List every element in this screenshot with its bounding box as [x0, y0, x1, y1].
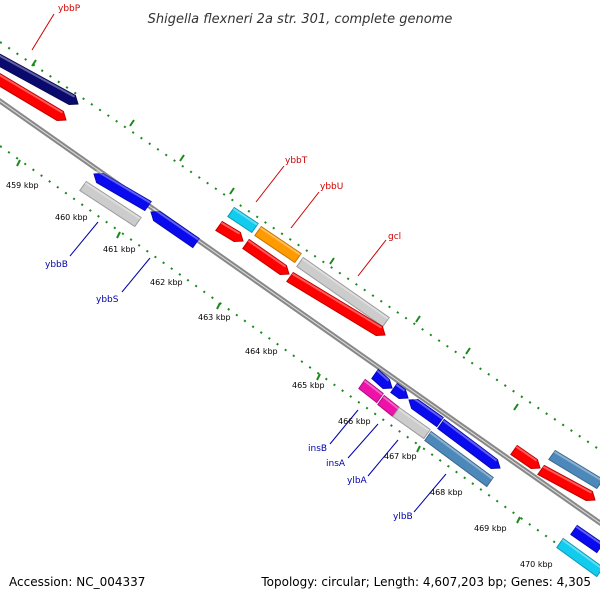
gene-label-ybbT[interactable]: ybbT	[285, 156, 308, 166]
map-title: Shigella flexneri 2a str. 301, complete …	[148, 12, 453, 27]
ybbU-gene[interactable]	[254, 225, 302, 264]
red-gene-b-sheen	[220, 221, 241, 235]
tick-label: 461 kbp	[103, 245, 136, 254]
blue-gene-e[interactable]	[371, 368, 393, 390]
red-gene-c[interactable]	[242, 238, 290, 276]
ybbB-gene-gray[interactable]	[79, 180, 142, 228]
ylbA-gene-gray[interactable]	[392, 406, 431, 440]
inner-tick-track	[0, 145, 561, 547]
gene-label-ylbA[interactable]: ylbA	[347, 476, 368, 486]
blue-gene-f-sheen	[395, 383, 406, 392]
ybbP-gene[interactable]	[0, 51, 79, 106]
gene-label-ybbP[interactable]: ybbP	[58, 4, 81, 14]
tick-label: 467 kbp	[384, 452, 417, 461]
red-gene-h-sheen	[542, 465, 593, 494]
gene-label-ybbU[interactable]: ybbU	[320, 182, 343, 192]
tick-label: 459 kbp	[6, 181, 39, 190]
ylbA-gene-blue[interactable]	[408, 398, 444, 428]
red-gene-h[interactable]	[537, 464, 596, 502]
ybbB-gene-blue[interactable]	[93, 172, 152, 212]
tick-label: 462 kbp	[150, 278, 183, 287]
gene-label-gcl[interactable]: gcl	[388, 232, 401, 242]
blue-gene-f[interactable]	[390, 382, 409, 400]
blue-gene-j-sheen	[575, 525, 600, 545]
tick-label: 469 kbp	[474, 524, 507, 533]
ybbT-gene[interactable]	[227, 206, 259, 234]
genome-info-text: Topology: circular; Length: 4,607,203 bp…	[260, 575, 591, 589]
tick-label: 465 kbp	[292, 381, 325, 390]
ylbA-gene-gray-sheen	[397, 407, 430, 432]
red-gene-b[interactable]	[215, 220, 244, 243]
insA-gene-sheen	[382, 395, 399, 410]
label-leaders	[31, 13, 447, 513]
gcl-gene-sheen	[301, 257, 389, 320]
red-gene-g[interactable]	[510, 444, 541, 470]
steel-gene-i[interactable]	[548, 449, 600, 490]
red-gene-g-sheen	[515, 445, 538, 462]
tick-labels: 459 kbp 460 kbp 461 kbp 462 kbp 463 kbp …	[6, 181, 553, 569]
gene-labels: ybbP ybbT ybbU gcl ybbB ybbS insB insA y…	[45, 4, 413, 522]
outer-tick-track	[0, 41, 600, 451]
ybbT-gene-sheen	[232, 207, 258, 226]
blue-gene-j[interactable]	[570, 524, 600, 554]
insB-gene-sheen	[363, 379, 383, 396]
gene-label-ybbS[interactable]: ybbS	[96, 295, 119, 305]
ybbP-gene-sheen	[0, 54, 76, 98]
gene-label-ylbB[interactable]: ylbB	[393, 512, 413, 522]
red-gene-d-sheen	[291, 272, 383, 329]
ylbB-gene-steel[interactable]	[424, 430, 494, 488]
tick-label: 464 kbp	[245, 347, 278, 356]
gene-label-insB[interactable]: insB	[308, 444, 327, 454]
accession-text: Accession: NC_004337	[9, 575, 145, 589]
blue-gene-e-sheen	[376, 369, 390, 382]
gene-label-insA[interactable]: insA	[326, 459, 346, 469]
tick-label: 468 kbp	[430, 488, 463, 497]
gene-label-ybbB[interactable]: ybbB	[45, 260, 68, 270]
red-gene-a-sheen	[0, 74, 64, 114]
cyan-gene-k-sheen	[561, 538, 600, 569]
red-gene-c-sheen	[247, 239, 287, 268]
red-gene-d[interactable]	[286, 271, 386, 337]
tick-label: 470 kbp	[520, 560, 553, 569]
ybbS-gene-sheen	[152, 207, 199, 241]
insB-gene[interactable]	[358, 378, 384, 404]
tick-label: 460 kbp	[55, 213, 88, 222]
cyan-gene-k[interactable]	[556, 537, 600, 578]
genome-backbone	[0, 97, 600, 527]
steel-gene-i-sheen	[553, 450, 600, 481]
ylbA-gene-blue-sheen	[410, 395, 443, 420]
ybbB-gene-gray-sheen	[84, 181, 141, 220]
tick-label: 466 kbp	[338, 417, 371, 426]
gene-features	[0, 51, 600, 578]
ybbB-gene-blue-sheen	[95, 169, 151, 204]
ylbB-gene-blue-sheen	[442, 419, 498, 462]
major-ticks	[16, 59, 521, 524]
tick-label: 463 kbp	[198, 313, 231, 322]
tick-tracks	[0, 41, 600, 547]
ylbB-gene-steel-sheen	[429, 431, 493, 480]
ybbS-gene[interactable]	[150, 210, 200, 249]
red-gene-a[interactable]	[0, 70, 67, 122]
ybbU-gene-sheen	[259, 226, 301, 256]
ylbB-gene-blue[interactable]	[437, 418, 501, 470]
